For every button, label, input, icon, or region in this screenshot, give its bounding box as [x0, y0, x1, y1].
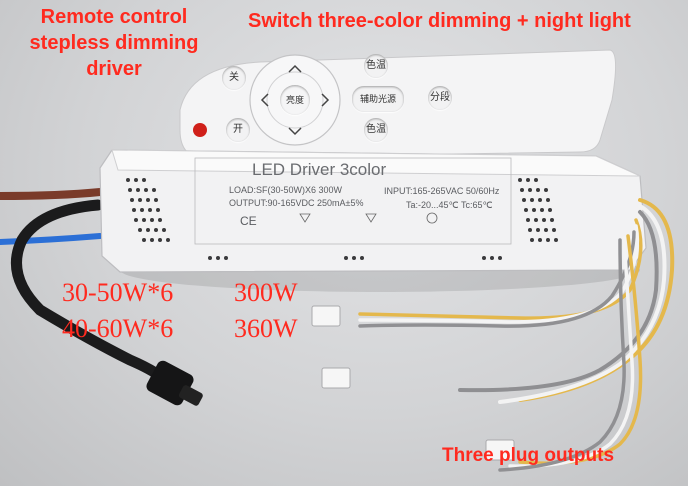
remote-segment-button[interactable]: 分段	[428, 86, 452, 110]
remote-annotation-line-3: driver	[86, 58, 142, 80]
driver-output-spec: OUTPUT:90-165VDC 250mA±5%	[229, 198, 364, 208]
driver-temp-spec: Ta:-20...45℃ Tc:65℃	[406, 200, 493, 210]
output-wires	[358, 198, 675, 472]
remote-annotation-line-2: stepless dimming	[29, 32, 199, 54]
power-indicator-icon	[193, 123, 207, 137]
remote-aux-light-button[interactable]: 辅助光源	[352, 86, 404, 112]
arrow-left-icon[interactable]	[260, 93, 269, 107]
plug-connector-3	[485, 439, 515, 461]
remote-annotation-line-1: Remote control	[40, 6, 188, 28]
remote-annotation: Remote control stepless dimming driver	[4, 4, 224, 82]
driver-top-face	[111, 149, 641, 177]
spec-model-1: 30-50W*6	[62, 278, 174, 307]
spec-row-2: 40-60W*6 360W	[62, 314, 298, 344]
spec-row-1: 30-50W*6 300W	[62, 278, 298, 308]
driver-load-spec: LOAD:SF(30-50W)X6 300W	[229, 185, 343, 195]
thermal-triangle-icon	[365, 213, 377, 223]
remote-dpad-inner	[266, 71, 324, 129]
remote-brightness-button[interactable]: 亮度	[280, 85, 310, 115]
certification-icon	[426, 212, 438, 224]
spec-model-2: 40-60W*6	[62, 314, 174, 343]
connector-tip	[178, 385, 203, 406]
driver-vents-bottom	[208, 256, 502, 260]
spec-power-2: 360W	[234, 314, 298, 343]
ce-mark: CE	[240, 214, 257, 228]
driver-title: LED Driver 3color	[252, 160, 387, 179]
black-cable	[10, 199, 181, 396]
driver-input-spec: INPUT:165-265VAC 50/60Hz	[384, 186, 500, 196]
warning-triangle-icon	[299, 213, 311, 223]
spec-power-1: 300W	[234, 278, 298, 307]
driver-vents-right	[518, 178, 558, 242]
outputs-annotation: Three plug outputs	[442, 445, 615, 466]
switch-annotation: Switch three-color dimming + night light	[248, 10, 631, 32]
plug-connector-2	[321, 367, 351, 389]
arrow-up-icon[interactable]	[288, 64, 302, 73]
driver-label-panel	[194, 157, 512, 245]
arrow-right-icon[interactable]	[321, 93, 330, 107]
remote-off-button[interactable]: 关	[222, 66, 246, 90]
remote-on-button[interactable]: 开	[226, 118, 250, 142]
plug-connector-1	[311, 305, 341, 327]
driver-vents-left	[126, 178, 170, 242]
brown-wire	[0, 188, 104, 200]
blue-wire	[0, 233, 103, 245]
remote-color-temp-up-button[interactable]: 色温	[364, 54, 388, 78]
remote-color-temp-down-button[interactable]: 色温	[364, 118, 388, 142]
arrow-down-icon[interactable]	[288, 127, 302, 136]
